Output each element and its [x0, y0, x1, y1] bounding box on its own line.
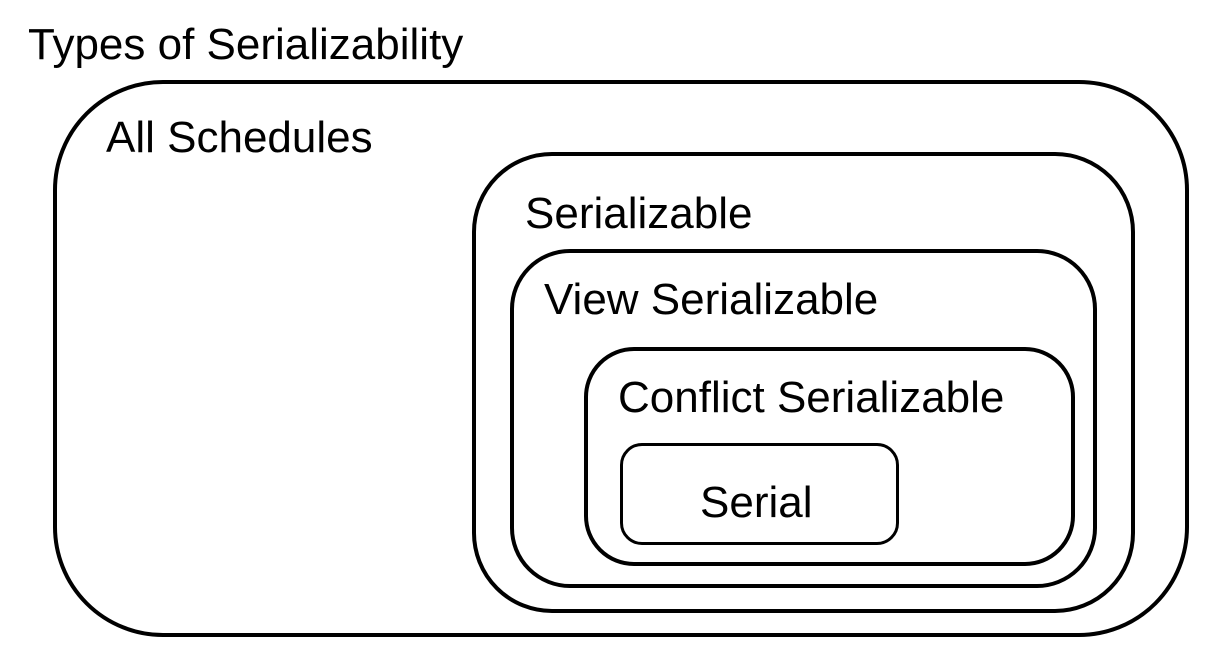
conflict-serializable-set: [584, 347, 1075, 566]
conflict-serializable-label: Conflict Serializable: [618, 373, 1005, 422]
view-serializable-label: View Serializable: [544, 275, 879, 324]
all-schedules-set: [53, 80, 1189, 637]
all-schedules-label: All Schedules: [106, 113, 373, 162]
serial-label: Serial: [700, 478, 813, 527]
serializable-set: [472, 152, 1135, 613]
serial-set: [620, 443, 899, 545]
diagram-title: Types of Serializability: [28, 20, 464, 69]
serializable-label: Serializable: [525, 189, 753, 238]
view-serializable-set: [510, 249, 1097, 588]
